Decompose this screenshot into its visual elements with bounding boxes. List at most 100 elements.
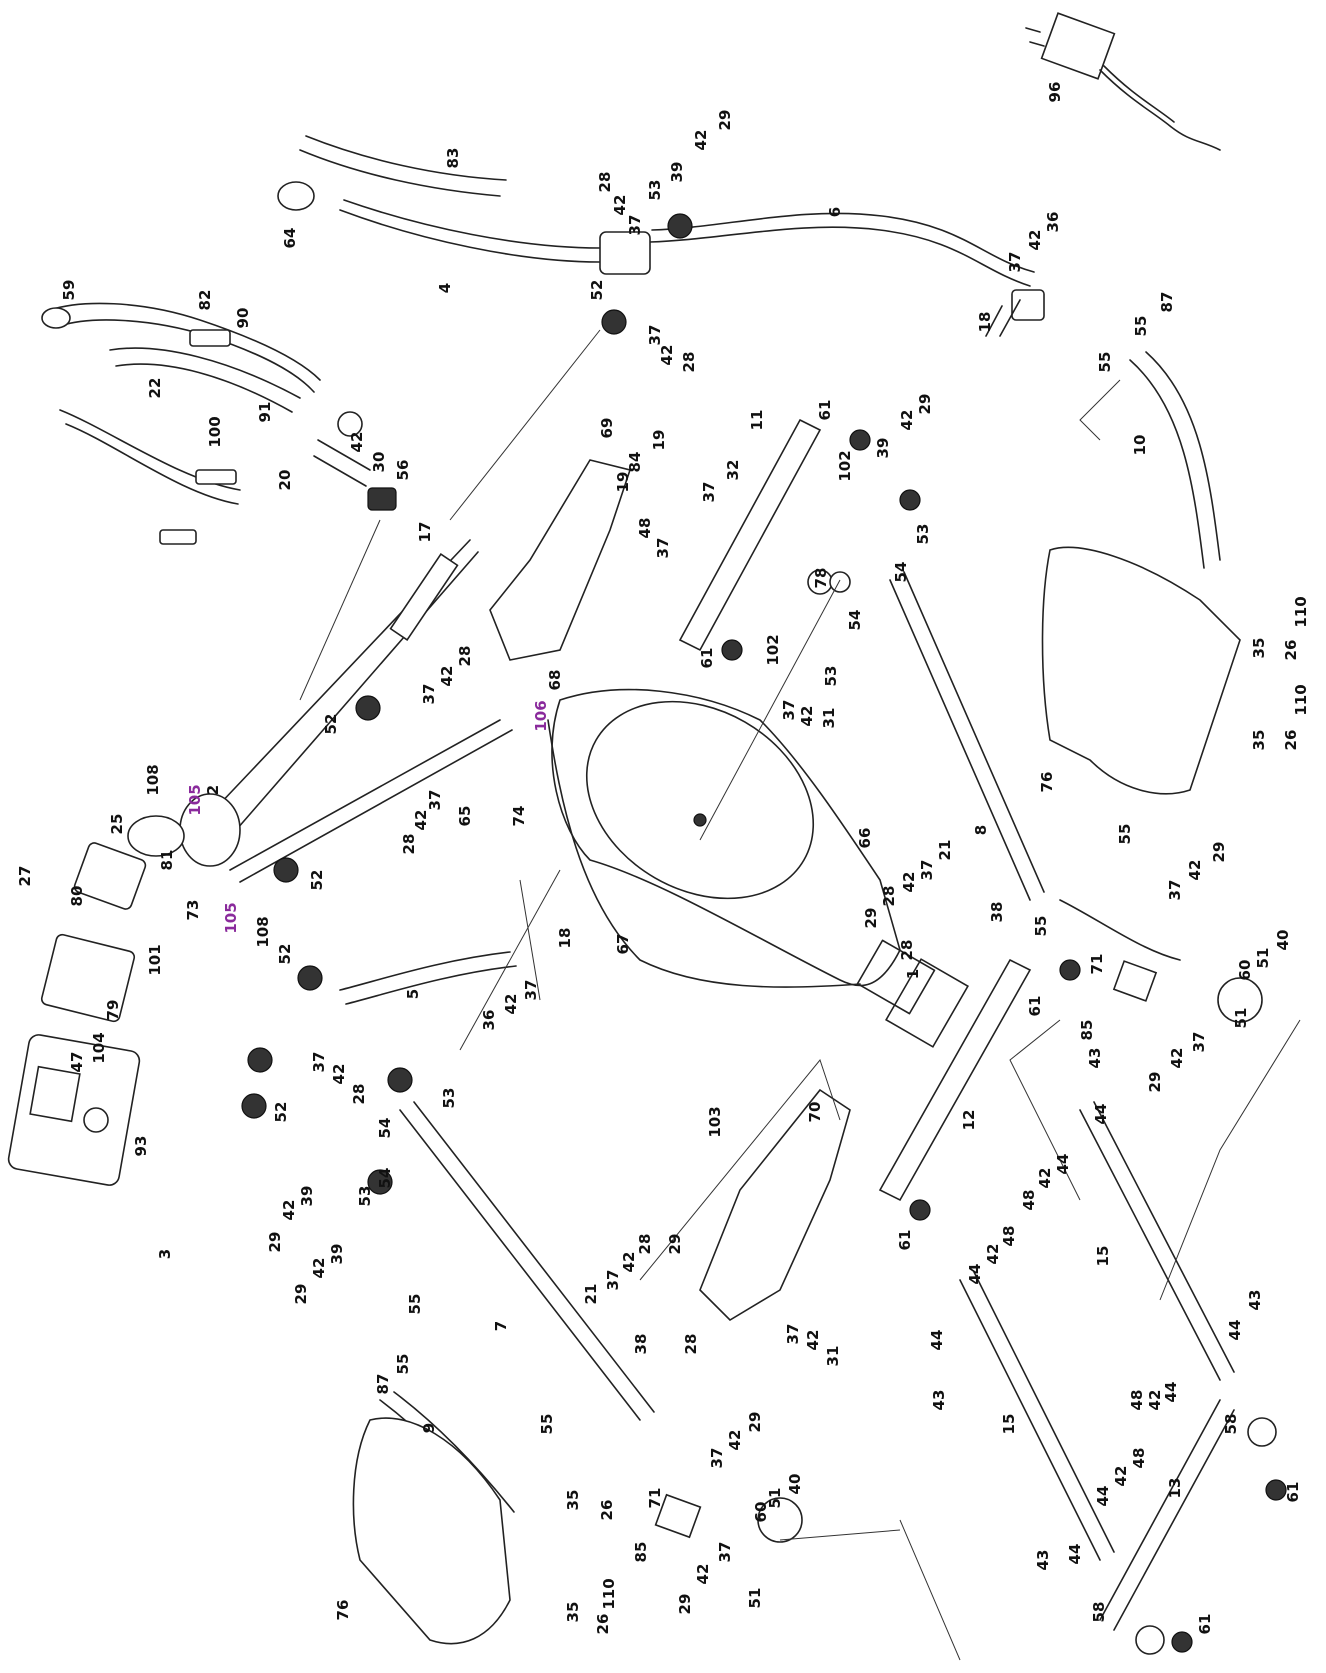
callout-55: 55 (538, 1414, 556, 1435)
callout-44: 44 (1066, 1544, 1084, 1565)
callout-84: 84 (626, 452, 644, 473)
callout-15: 15 (1094, 1246, 1112, 1267)
callout-58: 58 (1222, 1414, 1240, 1435)
callout-42: 42 (348, 432, 366, 453)
callout-64: 64 (281, 228, 299, 249)
callout-101: 101 (146, 944, 164, 975)
callout-83: 83 (444, 148, 462, 169)
callout-42: 42 (1036, 1168, 1054, 1189)
callout-37: 37 (310, 1052, 328, 1073)
callout-55: 55 (1132, 316, 1150, 337)
callout-54: 54 (892, 562, 910, 583)
callout-26: 26 (1282, 730, 1300, 751)
callout-25: 25 (108, 814, 126, 835)
callout-11: 11 (748, 410, 766, 431)
callout-36: 36 (1044, 212, 1062, 233)
callout-53: 53 (822, 666, 840, 687)
callout-76: 76 (334, 1600, 352, 1621)
callout-96: 96 (1046, 82, 1064, 103)
callout-48: 48 (1020, 1190, 1038, 1211)
rear-stabilizer (678, 418, 921, 661)
callout-55: 55 (394, 1354, 412, 1375)
callout-81: 81 (158, 850, 176, 871)
callout-28: 28 (400, 834, 418, 855)
callout-28: 28 (682, 1334, 700, 1355)
callout-29: 29 (716, 110, 734, 131)
callout-19: 19 (614, 472, 632, 493)
callout-26: 26 (598, 1500, 616, 1521)
callout-42: 42 (898, 410, 916, 431)
callout-43: 43 (1246, 1290, 1264, 1311)
callout-37: 37 (522, 980, 540, 1001)
callout-26: 26 (594, 1614, 612, 1635)
callout-5: 5 (404, 989, 422, 999)
callout-35: 35 (564, 1490, 582, 1511)
callout-80: 80 (68, 886, 86, 907)
callout-51: 51 (766, 1488, 784, 1509)
callout-61: 61 (698, 648, 716, 669)
callout-44: 44 (928, 1330, 946, 1351)
callout-37: 37 (780, 700, 798, 721)
callout-85: 85 (1078, 1020, 1096, 1041)
callout-71: 71 (646, 1488, 664, 1509)
callout-53: 53 (356, 1186, 374, 1207)
callout-37: 37 (708, 1448, 726, 1469)
callout-8: 8 (972, 825, 990, 835)
callout-76: 76 (1038, 772, 1056, 793)
callout-110: 110 (1292, 684, 1310, 715)
callout-61: 61 (1026, 996, 1044, 1017)
callout-105: 105 (222, 902, 240, 933)
callout-52: 52 (308, 870, 326, 891)
callout-73: 73 (184, 900, 202, 921)
callout-20: 20 (276, 470, 294, 491)
callout-37: 37 (716, 1542, 734, 1563)
callout-47: 47 (68, 1052, 86, 1073)
callout-29: 29 (1146, 1072, 1164, 1093)
callout-58: 58 (1090, 1602, 1108, 1623)
callout-37: 37 (700, 482, 718, 503)
callout-29: 29 (676, 1594, 694, 1615)
callout-105: 105 (186, 784, 204, 815)
callout-29: 29 (746, 1412, 764, 1433)
callout-37: 37 (1166, 880, 1184, 901)
callout-37: 37 (420, 684, 438, 705)
callout-85: 85 (632, 1542, 650, 1563)
callout-61: 61 (1196, 1614, 1214, 1635)
callout-53: 53 (646, 180, 664, 201)
callout-35: 35 (1250, 638, 1268, 659)
callout-40: 40 (786, 1474, 804, 1495)
callout-3: 3 (156, 1249, 174, 1259)
callout-37: 37 (646, 325, 664, 346)
callout-18: 18 (556, 928, 574, 949)
callout-39: 39 (298, 1186, 316, 1207)
callout-42: 42 (310, 1258, 328, 1279)
callout-29: 29 (292, 1284, 310, 1305)
callout-48: 48 (1128, 1390, 1146, 1411)
callout-39: 39 (668, 162, 686, 183)
callout-42: 42 (280, 1200, 298, 1221)
callout-40: 40 (1274, 930, 1292, 951)
right-pedal-arm (889, 351, 1263, 1023)
callout-37: 37 (784, 1324, 802, 1345)
callout-52: 52 (588, 280, 606, 301)
callout-1: 1 (904, 969, 922, 979)
callout-29: 29 (1210, 842, 1228, 863)
callout-66: 66 (856, 828, 874, 849)
callout-29: 29 (666, 1234, 684, 1255)
callout-91: 91 (256, 402, 274, 423)
callout-51: 51 (1254, 948, 1272, 969)
callout-106: 106 (532, 700, 550, 731)
power-adapter (1025, 12, 1221, 151)
callout-36: 36 (480, 1010, 498, 1031)
callout-21: 21 (582, 1284, 600, 1305)
callout-42: 42 (658, 345, 676, 366)
callout-48: 48 (636, 518, 654, 539)
callout-54: 54 (376, 1168, 394, 1189)
callout-29: 29 (862, 908, 880, 929)
callout-55: 55 (1096, 352, 1114, 373)
callout-44: 44 (1054, 1154, 1072, 1175)
callout-37: 37 (604, 1270, 622, 1291)
callout-37: 37 (426, 790, 444, 811)
callout-39: 39 (328, 1244, 346, 1265)
callout-53: 53 (440, 1088, 458, 1109)
